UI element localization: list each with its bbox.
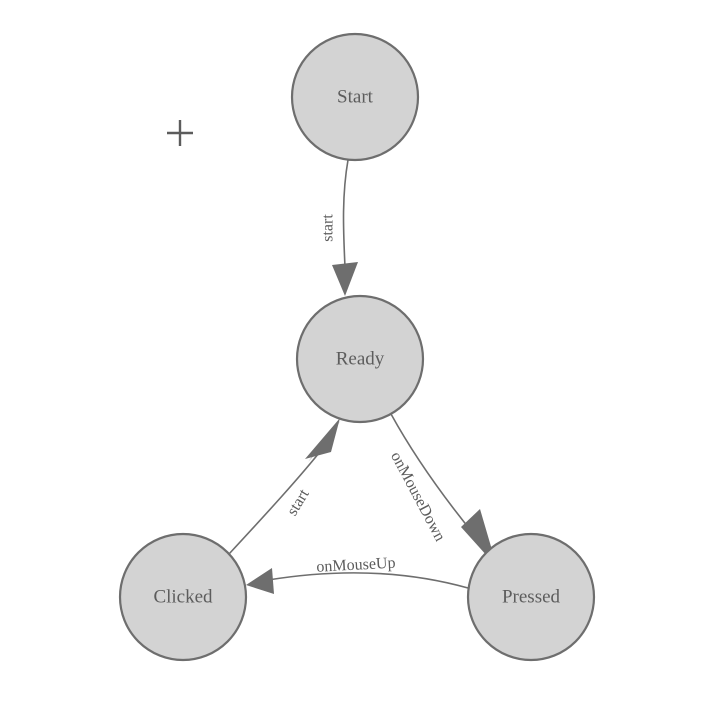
node-circle[interactable]: [466, 532, 596, 662]
edge-label-pressed-to-clicked: onMouseUp: [316, 555, 396, 576]
node-label-ready: Ready: [336, 348, 385, 369]
node-circle[interactable]: [290, 32, 420, 162]
edge-label-start-to-ready: start: [320, 214, 337, 242]
edge-ready-to-pressed[interactable]: onMouseDown: [387, 413, 497, 567]
edge-start-to-ready[interactable]: start: [320, 159, 358, 296]
arrowhead-icon: [305, 418, 340, 459]
node-circle[interactable]: [295, 294, 425, 424]
node-label-pressed: Pressed: [502, 586, 561, 607]
edge-path: [342, 159, 349, 269]
node-start[interactable]: Start: [290, 32, 420, 162]
edge-path: [228, 447, 324, 555]
edge-path: [267, 572, 469, 589]
edge-label-ready-to-pressed: onMouseDown: [387, 449, 448, 544]
node-pressed[interactable]: Pressed: [466, 532, 596, 662]
node-label-clicked: Clicked: [153, 586, 213, 607]
arrowhead-icon: [246, 568, 274, 594]
edge-pressed-to-clicked[interactable]: onMouseUp: [246, 555, 469, 594]
node-ready[interactable]: Ready: [295, 294, 425, 424]
node-label-start: Start: [337, 86, 374, 107]
edge-clicked-to-ready[interactable]: start: [228, 418, 341, 555]
node-circle[interactable]: [118, 532, 248, 662]
crosshair-icon: [167, 120, 193, 146]
edge-label-clicked-to-ready: start: [284, 486, 313, 519]
node-clicked[interactable]: Clicked: [118, 532, 248, 662]
arrowhead-icon: [332, 262, 358, 296]
